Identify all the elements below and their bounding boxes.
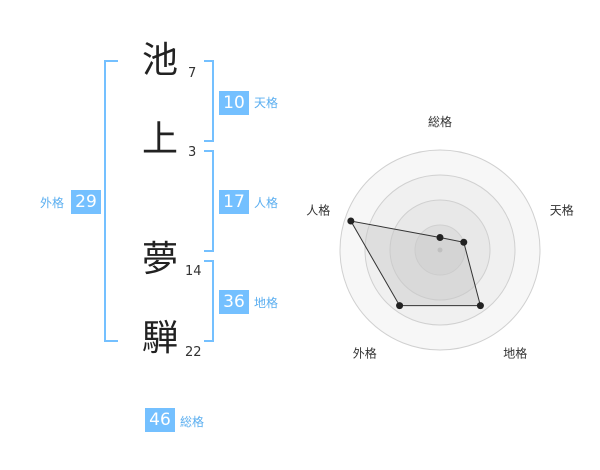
stroke-count-1: 7 [188,66,197,81]
stroke-count-3: 14 [185,264,202,279]
radar-axis-label-5: 人格 [306,202,330,217]
name-char-2: 上 [141,119,178,160]
jinkaku-label: 人格 [254,196,279,210]
radar-point-3 [476,302,484,310]
name-char-4: 騨 [141,318,178,359]
soukaku-value: 46 [145,408,175,432]
chikaku-bracket [204,260,214,342]
soukaku-label: 総格 [180,415,205,429]
radar-point-2 [460,238,468,246]
chikaku-value: 36 [219,290,249,314]
radar-point-1 [436,234,444,241]
chikaku-label: 地格 [254,296,279,310]
name-char-3: 夢 [141,239,178,280]
radar-point-4 [396,302,404,310]
radar-center [437,247,443,253]
radar-axis-label-1: 総格 [428,114,452,129]
radar-axis-label-2: 天格 [550,202,574,217]
gaikaku-value: 29 [71,190,101,214]
stroke-count-2: 3 [188,145,197,160]
jinkaku-bracket [204,150,214,252]
gaikaku-bracket [104,60,118,342]
radar-axis-label-4: 外格 [353,346,377,361]
stroke-count-4: 22 [185,345,202,360]
name-char-1: 池 [141,40,178,81]
tenkaku-value: 10 [219,91,249,115]
tenkaku-bracket [204,60,214,142]
radar-series-polygon [349,220,482,307]
radar-point-5 [347,217,355,225]
radar-axis-label-3: 地格 [503,346,527,361]
jinkaku-value: 17 [219,190,249,214]
gaikaku-label: 外格 [40,196,65,210]
tenkaku-label: 天格 [254,96,279,110]
